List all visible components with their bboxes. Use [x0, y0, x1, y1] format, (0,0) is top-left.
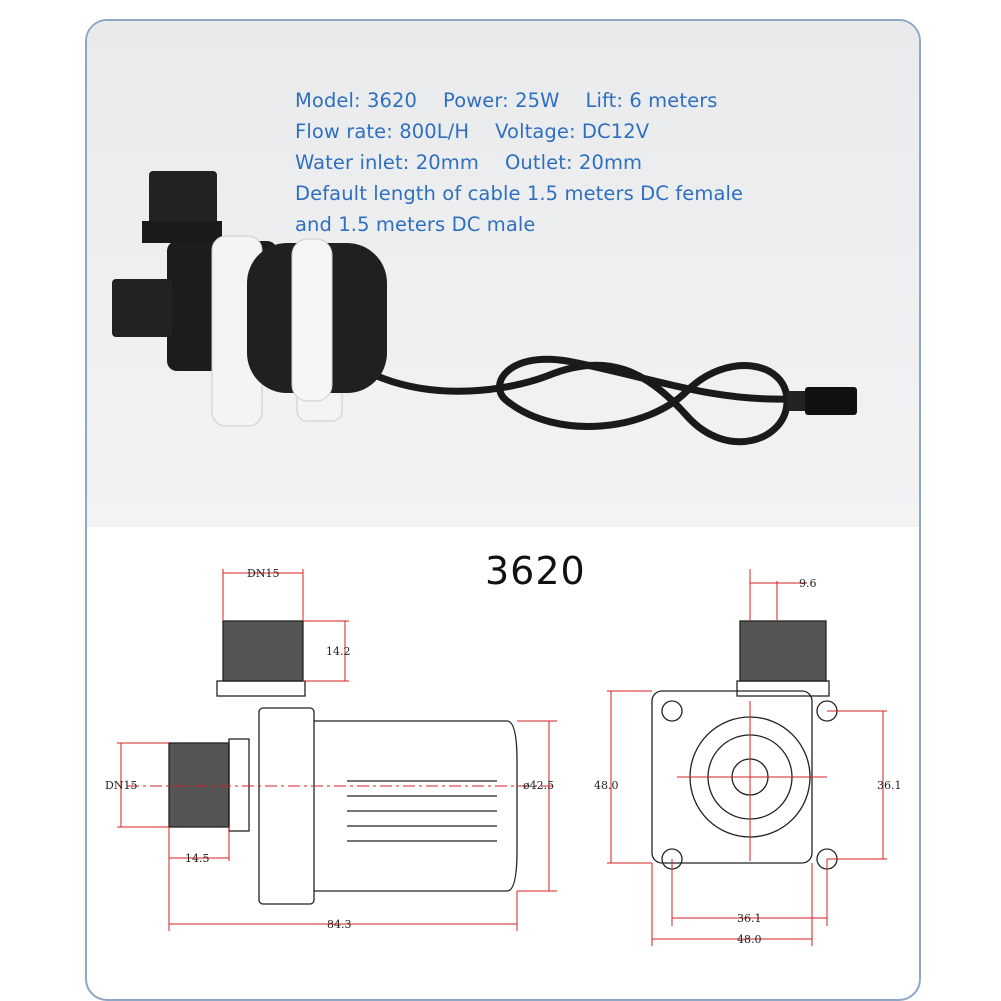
side-flange	[258, 707, 315, 905]
spec-model: Model: 3620	[295, 89, 418, 112]
side-outlet-thread	[222, 620, 304, 682]
dc-connector-grip	[787, 391, 805, 411]
dim-diameter: ø42.5	[523, 779, 554, 792]
spec-voltage: Voltage: DC12V	[495, 120, 650, 143]
dim-hole-spacing-v: 36.1	[877, 779, 902, 792]
model-title: 3620	[485, 549, 586, 593]
spec-outlet: Outlet: 20mm	[504, 151, 643, 174]
spec-inlet: Water inlet: 20mm	[295, 151, 479, 174]
spec-cable-2: and 1.5 meters DC male	[295, 213, 536, 236]
dc-female-connector	[805, 387, 857, 415]
inlet-thread	[112, 279, 172, 337]
dim-length: 84.3	[327, 918, 352, 931]
dimension-lines	[117, 569, 887, 946]
front-outlet-thread	[739, 620, 827, 682]
product-card: Model: 3620 Power: 25W Lift: 6 meters Flow…	[85, 19, 921, 1001]
dim-height: 48.0	[594, 779, 619, 792]
dim-inlet-dn15: DN15	[105, 779, 137, 792]
dim-width: 48.0	[737, 933, 762, 946]
product-photo: Model: 3620 Power: 25W Lift: 6 meters Flow…	[87, 21, 919, 527]
spec-power: Power: 25W	[443, 89, 560, 112]
dim-hole-spacing-h: 36.1	[737, 912, 762, 925]
dim-inlet-length: 14.5	[185, 852, 210, 865]
spec-cable: Default length of cable 1.5 meters DC fe…	[295, 182, 744, 205]
spec-lift: Lift: 6 meters	[585, 89, 718, 112]
side-inlet-thread	[168, 742, 230, 828]
pump-illustration	[112, 171, 857, 446]
dim-outlet-dn15: DN15	[247, 567, 279, 580]
dim-offset: 9.6	[799, 577, 817, 590]
technical-drawing: DN15 14.2 DN15 14.5 ø42.5 84.3 9.6 48.0 …	[105, 567, 902, 946]
spec-flow-rate: Flow rate: 800L/H	[295, 120, 470, 143]
dim-outlet-height: 14.2	[326, 645, 351, 658]
spec-list: Model: 3620 Power: 25W Lift: 6 meters Flow…	[295, 85, 744, 240]
outlet-thread	[149, 171, 217, 231]
